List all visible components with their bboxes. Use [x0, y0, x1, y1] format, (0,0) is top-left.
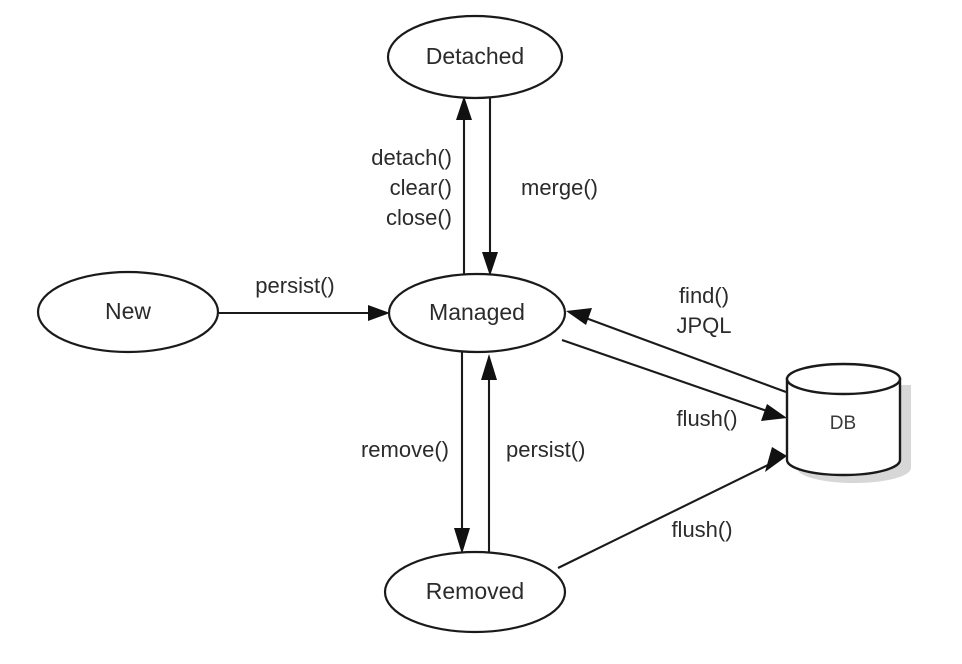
db-cylinder-body[interactable] — [785, 377, 902, 477]
arrow-head-detached-to-managed — [482, 252, 498, 276]
edge-label-merge: merge() — [521, 175, 598, 200]
edge-label-jpql: JPQL — [676, 313, 731, 338]
edge-managed-to-detached — [456, 96, 472, 277]
edge-db-to-managed — [566, 308, 787, 393]
edge-label-detach: detach() — [371, 145, 452, 170]
new-ellipse[interactable] — [36, 270, 220, 354]
edge-label-remove: remove() — [361, 437, 449, 462]
edge-label-close: close() — [386, 205, 452, 230]
managed-label: Managed — [429, 299, 525, 325]
edge-line-removed-to-db — [557, 463, 771, 569]
arrow-head-removed-to-db — [765, 447, 787, 472]
arrow-head-new-to-managed — [368, 305, 390, 321]
node-detached[interactable]: Detached — [386, 14, 564, 100]
edge-label-find: find() — [679, 283, 729, 308]
arrow-head-managed-to-db — [761, 404, 787, 421]
edge-label-persist-removed: persist() — [506, 437, 585, 462]
new-label: New — [105, 298, 151, 324]
db-cylinder-top — [785, 362, 902, 396]
arrow-head-managed-to-detached — [456, 96, 472, 120]
node-managed[interactable]: Managed — [387, 272, 567, 354]
edge-removed-to-managed — [481, 354, 497, 556]
arrow-head-db-to-managed — [566, 308, 592, 325]
edge-label-clear: clear() — [390, 175, 452, 200]
edge-managed-to-db — [561, 339, 787, 421]
edge-detached-to-managed — [482, 97, 498, 276]
edge-line-db-to-managed — [582, 316, 787, 393]
edge-label-flush-removed: flush() — [671, 517, 732, 542]
arrow-head-removed-to-managed — [481, 354, 497, 380]
edge-new-to-managed — [219, 305, 390, 321]
managed-ellipse[interactable] — [387, 272, 567, 354]
node-new[interactable]: New — [36, 270, 220, 354]
edge-label-persist-new: persist() — [255, 273, 334, 298]
removed-label: Removed — [426, 578, 524, 604]
edge-label-flush-managed: flush() — [676, 406, 737, 431]
edge-removed-to-db — [557, 447, 787, 569]
edge-managed-to-removed — [454, 351, 470, 554]
db-label: DB — [830, 413, 856, 434]
detached-ellipse[interactable] — [386, 14, 564, 100]
arrow-head-managed-to-removed — [454, 528, 470, 554]
detached-label: Detached — [426, 43, 524, 69]
node-removed[interactable]: Removed — [383, 550, 567, 634]
edge-line-managed-to-db — [561, 339, 771, 413]
node-db[interactable]: DB — [785, 362, 911, 483]
removed-ellipse[interactable] — [383, 550, 567, 634]
